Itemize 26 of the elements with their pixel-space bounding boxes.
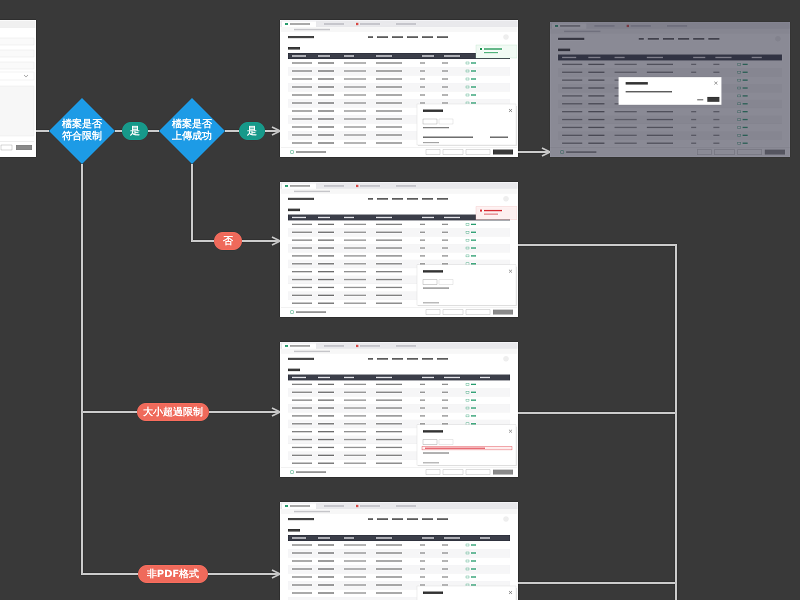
connector-arrow [208,569,281,579]
connector-line [148,130,159,132]
branch-tag: 非PDF格式 [138,565,208,583]
app-screenshot-drawing [280,502,518,600]
branch-tag: 是 [122,122,148,140]
decision-diamond [159,98,225,164]
decision-text: 檔案是否上傳成功 [171,119,213,143]
branch-tag: 是 [239,122,265,140]
branch-tag: 否 [214,232,242,250]
connector-line [115,130,122,132]
decision-text: 檔案是否符合限制 [61,119,103,143]
connector-arrow [242,236,281,246]
connector-arrow [265,126,281,136]
app-screenshot-drawing [280,342,518,477]
app-screenshot-drawing [280,182,518,317]
app-screenshot-drawing [280,20,518,157]
dialog-screenshot-drawing [550,22,790,157]
connector-line [36,130,49,132]
branch-tag: 大小超過限制 [137,403,209,421]
app-screenshot-drawing [0,20,36,157]
connector-arrow [209,407,281,417]
connector-line [518,582,677,600]
decision-diamond [49,98,115,164]
connector-arrow [518,147,551,157]
connector-line [191,164,214,242]
connector-line [225,130,239,132]
